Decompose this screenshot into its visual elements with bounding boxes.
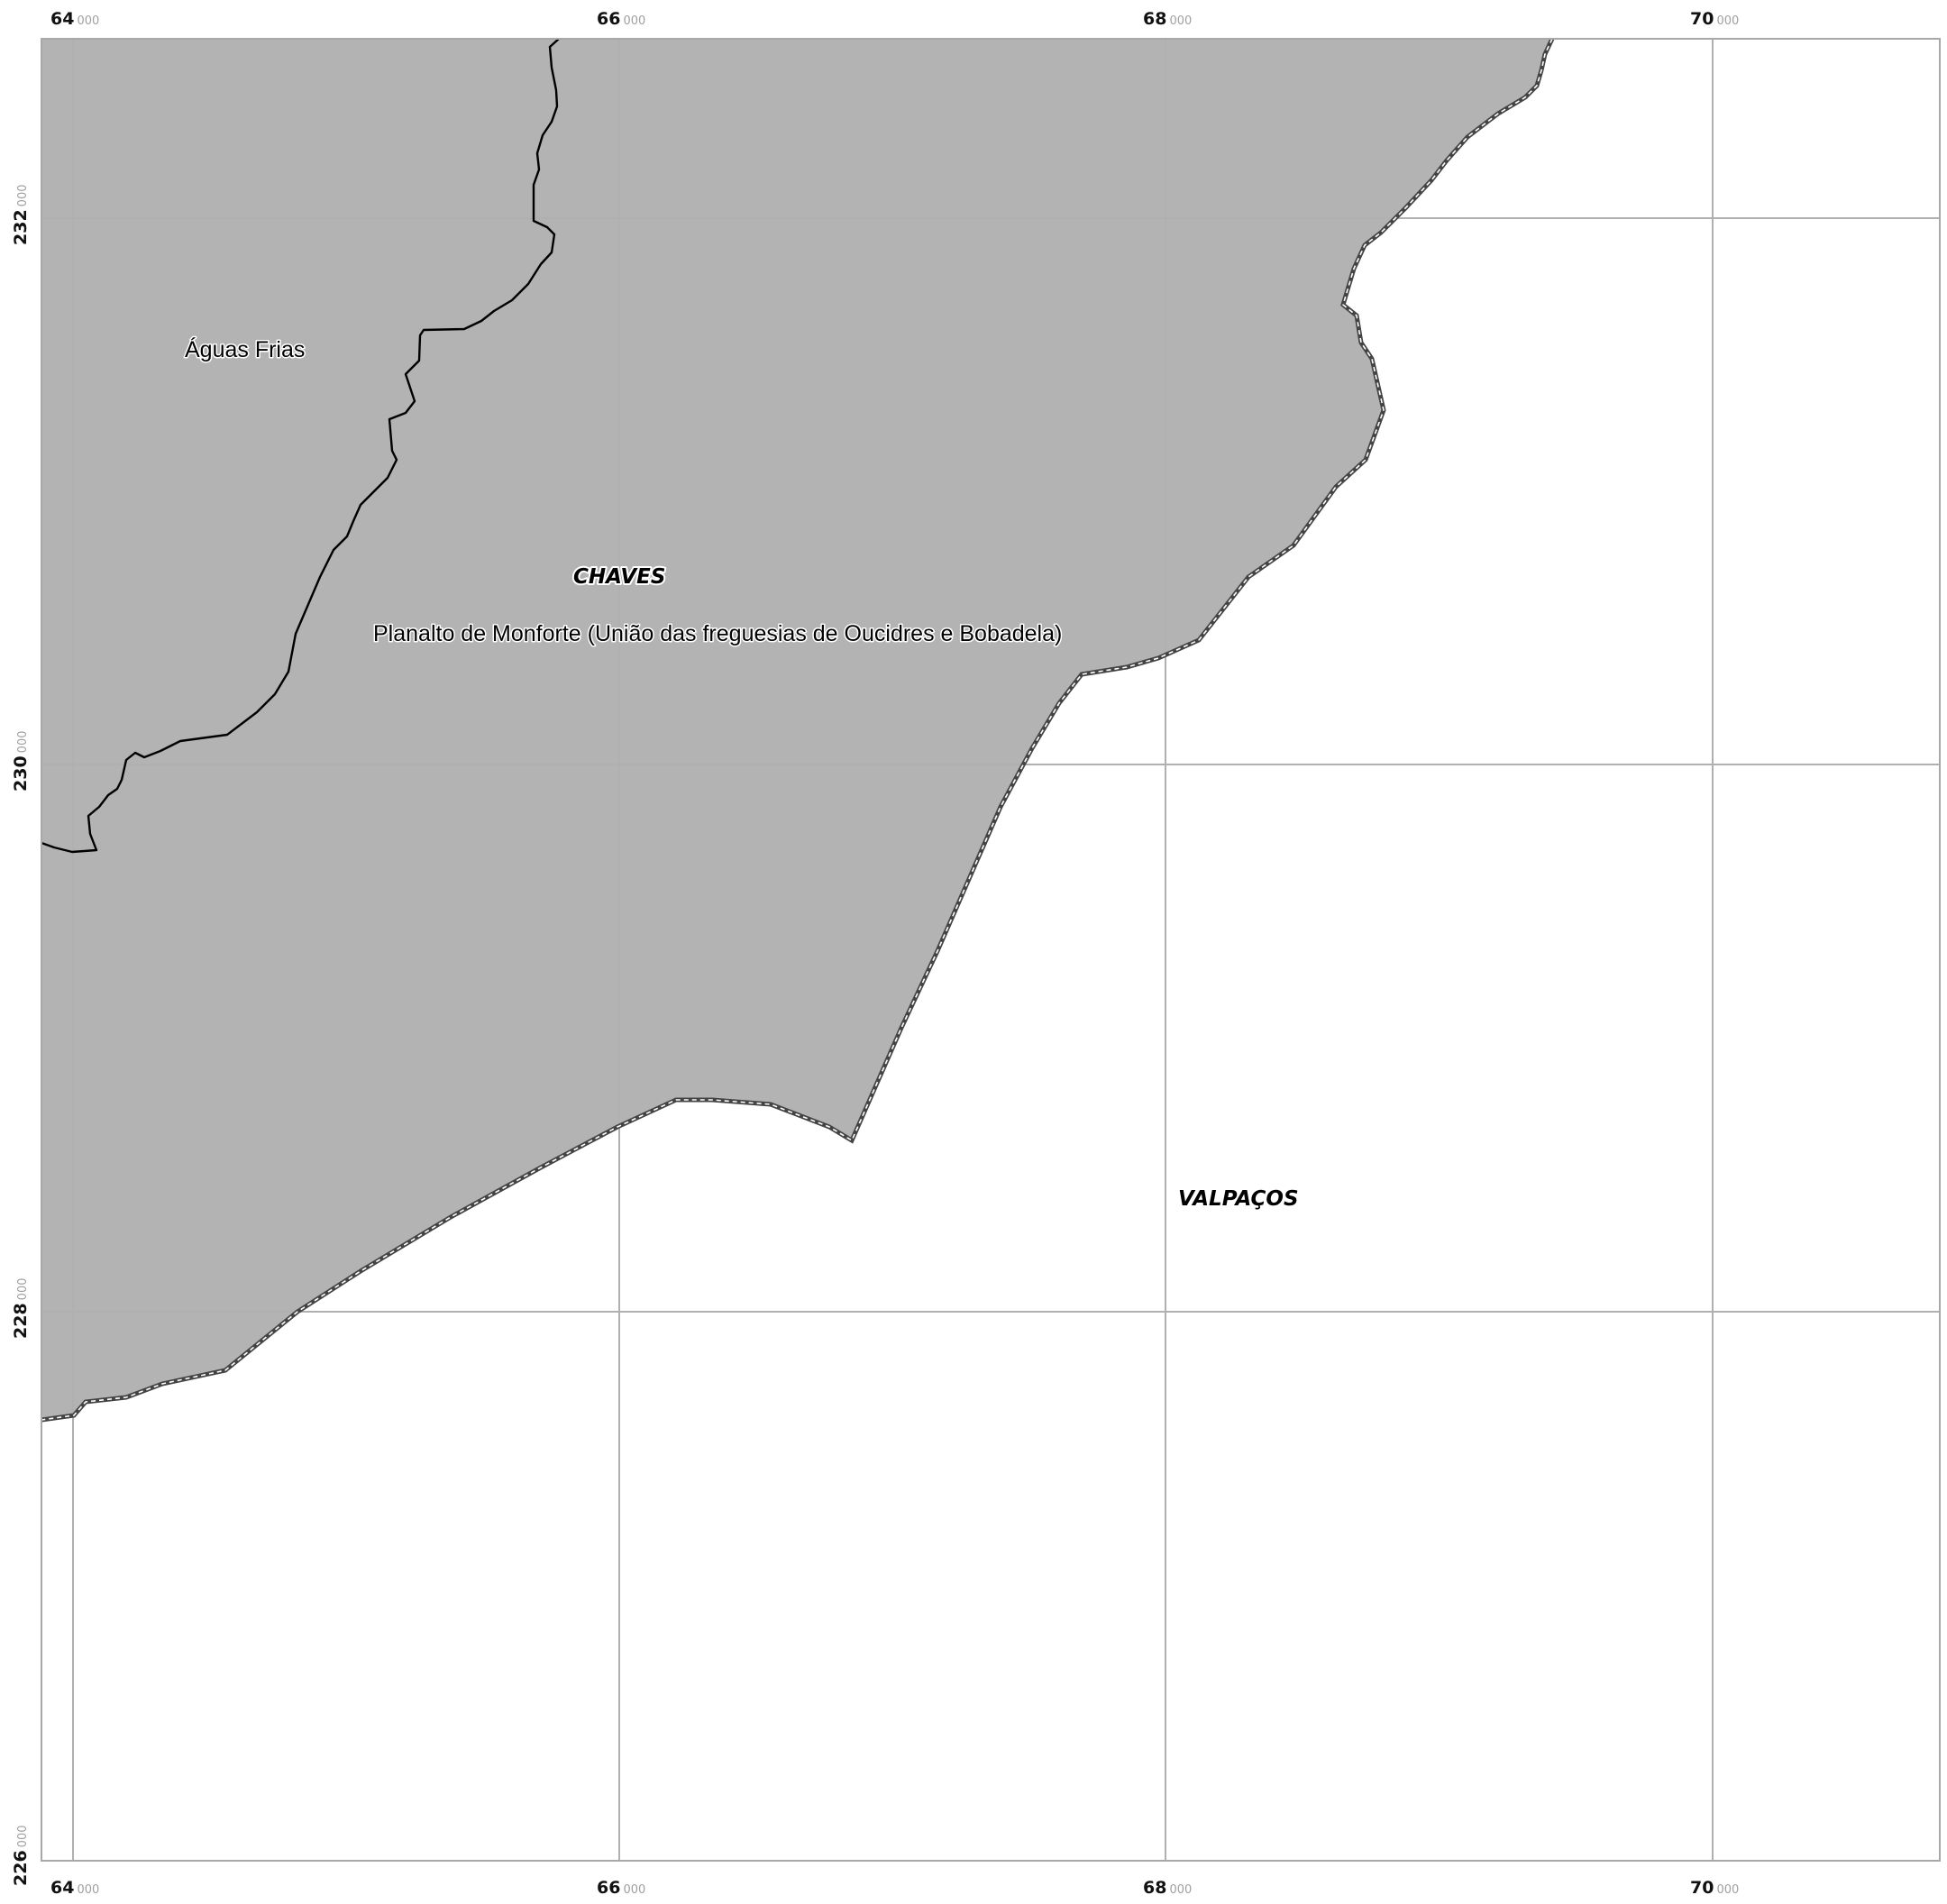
- tick-x-top-66: 66: [597, 9, 620, 29]
- label-aguas-frias: Águas Frias: [185, 336, 305, 362]
- map-frame: [41, 38, 1941, 1862]
- tick-y-226: 226: [11, 1850, 31, 1886]
- tick-y-228: 228: [11, 1303, 31, 1339]
- tick-x-top-68: 68: [1143, 9, 1166, 29]
- tick-y-232: 232: [11, 209, 31, 245]
- svg-text:228000: 228000: [11, 1278, 31, 1340]
- grid-lines: [41, 39, 1940, 1861]
- tick-labels-left: 232000 230000 228000 226000: [11, 185, 31, 1887]
- svg-text:230000: 230000: [11, 731, 31, 792]
- label-planalto-de-monforte: Planalto de Monforte (União das freguesi…: [373, 621, 1062, 646]
- tick-x-bottom-64: 64: [50, 1878, 74, 1898]
- label-chaves: CHAVES: [573, 565, 665, 589]
- chaves-area: [41, 39, 1552, 1420]
- tick-x-bottom-70: 70: [1690, 1878, 1714, 1898]
- tick-x-bottom-66: 66: [597, 1878, 620, 1898]
- tick-x-bottom-68: 68: [1143, 1878, 1166, 1898]
- municipal-boundary: [41, 37, 1555, 1423]
- tick-x-top-70: 70: [1690, 9, 1714, 29]
- tick-y-230: 230: [11, 755, 31, 792]
- label-valpacos: VALPAÇOS: [1178, 1187, 1299, 1211]
- parish-boundary: [41, 38, 560, 854]
- svg-text:232000: 232000: [11, 185, 31, 246]
- svg-text:226000: 226000: [11, 1826, 31, 1887]
- tick-x-top-64: 64: [50, 9, 74, 29]
